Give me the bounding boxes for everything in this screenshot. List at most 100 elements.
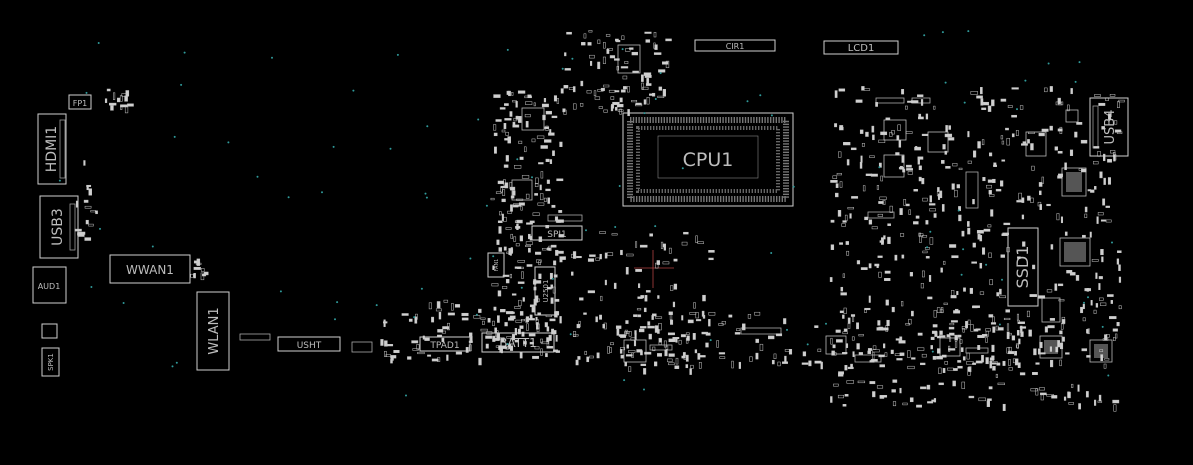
pad [985,330,989,337]
pad [850,314,856,317]
pad [956,184,960,189]
pad [580,80,584,87]
pad [999,295,1006,299]
via [425,196,428,199]
pad [454,304,461,308]
pad [521,175,530,179]
pad [558,234,564,238]
pad [1069,149,1074,156]
pad [519,311,524,316]
pad [933,213,937,218]
pad [1099,171,1103,179]
via [99,227,101,230]
pad [1109,316,1117,320]
pad [954,334,958,341]
hdmi1-connector[interactable]: HDMI1 [37,113,67,185]
pad [689,368,692,375]
via [85,91,88,94]
pad [970,324,974,332]
usht-connector[interactable]: USHT [277,336,341,352]
pad [900,233,905,237]
pad [976,230,984,234]
fp1-component[interactable]: FP1 [68,94,92,110]
small-component[interactable] [41,323,58,339]
u2501-component[interactable]: U2501 [534,266,556,316]
via [614,226,617,228]
pad [694,349,698,354]
pad [675,357,679,365]
ssd1-slot[interactable]: SSD1 [1007,227,1039,307]
via [90,286,93,288]
lcd1-connector[interactable]: LCD1 [823,40,899,55]
pad [624,61,629,64]
pad [656,260,660,265]
pad [626,344,629,349]
pad [1082,303,1085,310]
pad [939,330,943,335]
pad [634,333,637,340]
pad [992,326,996,333]
pad [587,42,592,46]
pad [773,353,777,359]
pad [514,306,521,309]
pad [747,314,752,319]
usb3-connector[interactable]: USB3 [39,195,79,259]
via [825,322,827,325]
via [413,316,416,319]
pad [636,308,642,311]
aud1-connector[interactable]: AUD1 [32,266,67,304]
pad [1001,233,1009,236]
pad [540,348,543,356]
pad [1047,325,1055,329]
pad [1059,330,1063,335]
connector-strips[interactable] [239,97,989,363]
pad [546,340,550,347]
pad [559,256,566,260]
spi1-component[interactable]: SPI1 [531,225,583,241]
fan1-connector[interactable]: FAN1 [487,252,505,278]
pad [578,320,581,328]
pad [545,110,552,115]
pad [837,394,844,399]
pad [487,318,491,323]
usb4-connector[interactable]: USB4 [1089,97,1129,157]
pad [906,168,913,171]
pad [690,364,694,369]
via [746,100,749,103]
pad [846,250,850,256]
tpad1-connector[interactable]: TPAD1 [419,336,471,352]
pad [862,185,866,192]
pad [1017,362,1021,368]
pad [692,333,696,340]
pad [967,131,970,138]
pad [607,252,614,256]
pad [1104,358,1110,361]
cir1-connector[interactable]: CIR1 [694,39,776,52]
pad [1100,302,1107,306]
pad [620,347,626,351]
pad [830,219,835,223]
pad [859,129,864,134]
spk1-connector[interactable]: SPK1 [41,347,60,377]
via [424,192,427,195]
pad [605,34,611,37]
wwan1-slot[interactable]: WWAN1 [109,254,191,284]
pad [705,342,709,348]
pad [441,337,445,343]
wlan1-slot[interactable]: WLAN1 [196,291,230,371]
pad [687,319,694,324]
pad [834,90,838,98]
via [551,277,554,280]
pad [623,86,627,90]
cpu1-package[interactable]: CPU1 [622,112,794,207]
pad [625,48,631,52]
pad [884,278,891,281]
pad [993,164,997,167]
pad [925,220,929,225]
pad [505,227,512,230]
pad [515,243,520,247]
pad [589,54,595,59]
pad [817,348,822,352]
pad [511,334,515,341]
pad [1071,383,1074,388]
